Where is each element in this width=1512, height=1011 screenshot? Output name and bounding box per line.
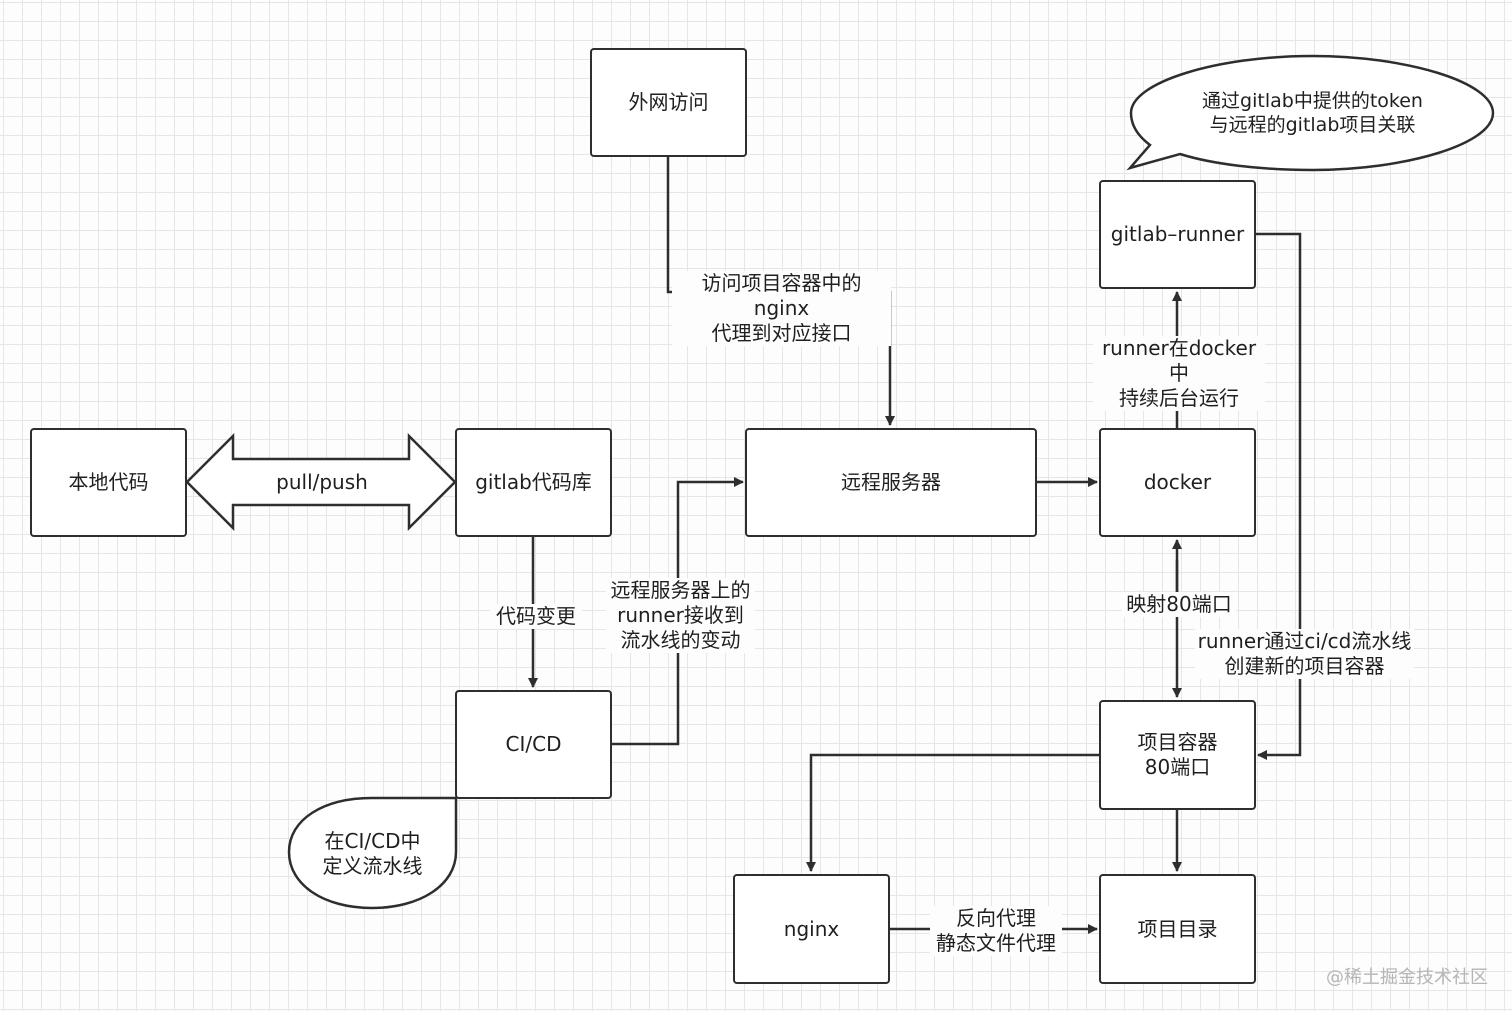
pull-push-label: pull/push: [276, 470, 368, 494]
runner-receive-label: 远程服务器上的 runner接收到 流水线的变动: [606, 578, 755, 653]
external-access-node: 外网访问: [590, 48, 747, 157]
local-code-node: 本地代码: [30, 428, 187, 537]
docker-node: docker: [1099, 428, 1256, 537]
code-change-label: 代码变更: [490, 604, 582, 629]
gitlab-runner-node: gitlab–runner: [1099, 180, 1256, 289]
container-to-nginx-connector: [806, 753, 1099, 872]
watermark: @稀土掘金技术社区: [1326, 967, 1488, 988]
port-map-label: 映射80端口: [1122, 592, 1236, 617]
remote-server-node: 远程服务器: [745, 428, 1037, 537]
gitlab-repo-node: gitlab代码库: [455, 428, 612, 537]
runner-to-container-connector: [1255, 232, 1302, 760]
project-container-node: 项目容器 80端口: [1099, 700, 1256, 810]
token-callout-text: 通过gitlab中提供的token 与远程的gitlab项目关联: [1202, 90, 1423, 136]
pipeline-callout-text: 在CI/CD中 定义流水线: [322, 829, 423, 878]
nginx-node: nginx: [733, 874, 890, 984]
nginx-proxy-label: 访问项目容器中的nginx 代理到对应接口: [672, 271, 891, 346]
token-callout-bubble: [1126, 54, 1495, 172]
runner-background-label: runner在docker中 持续后台运行: [1093, 336, 1265, 411]
cicd-node: CI/CD: [455, 690, 612, 799]
runner-create-label: runner通过ci/cd流水线 创建新的项目容器: [1195, 629, 1414, 679]
project-dir-node: 项目目录: [1099, 874, 1256, 984]
pipeline-callout-bubble: [287, 796, 458, 910]
reverse-proxy-label: 反向代理 静态文件代理: [930, 906, 1062, 956]
